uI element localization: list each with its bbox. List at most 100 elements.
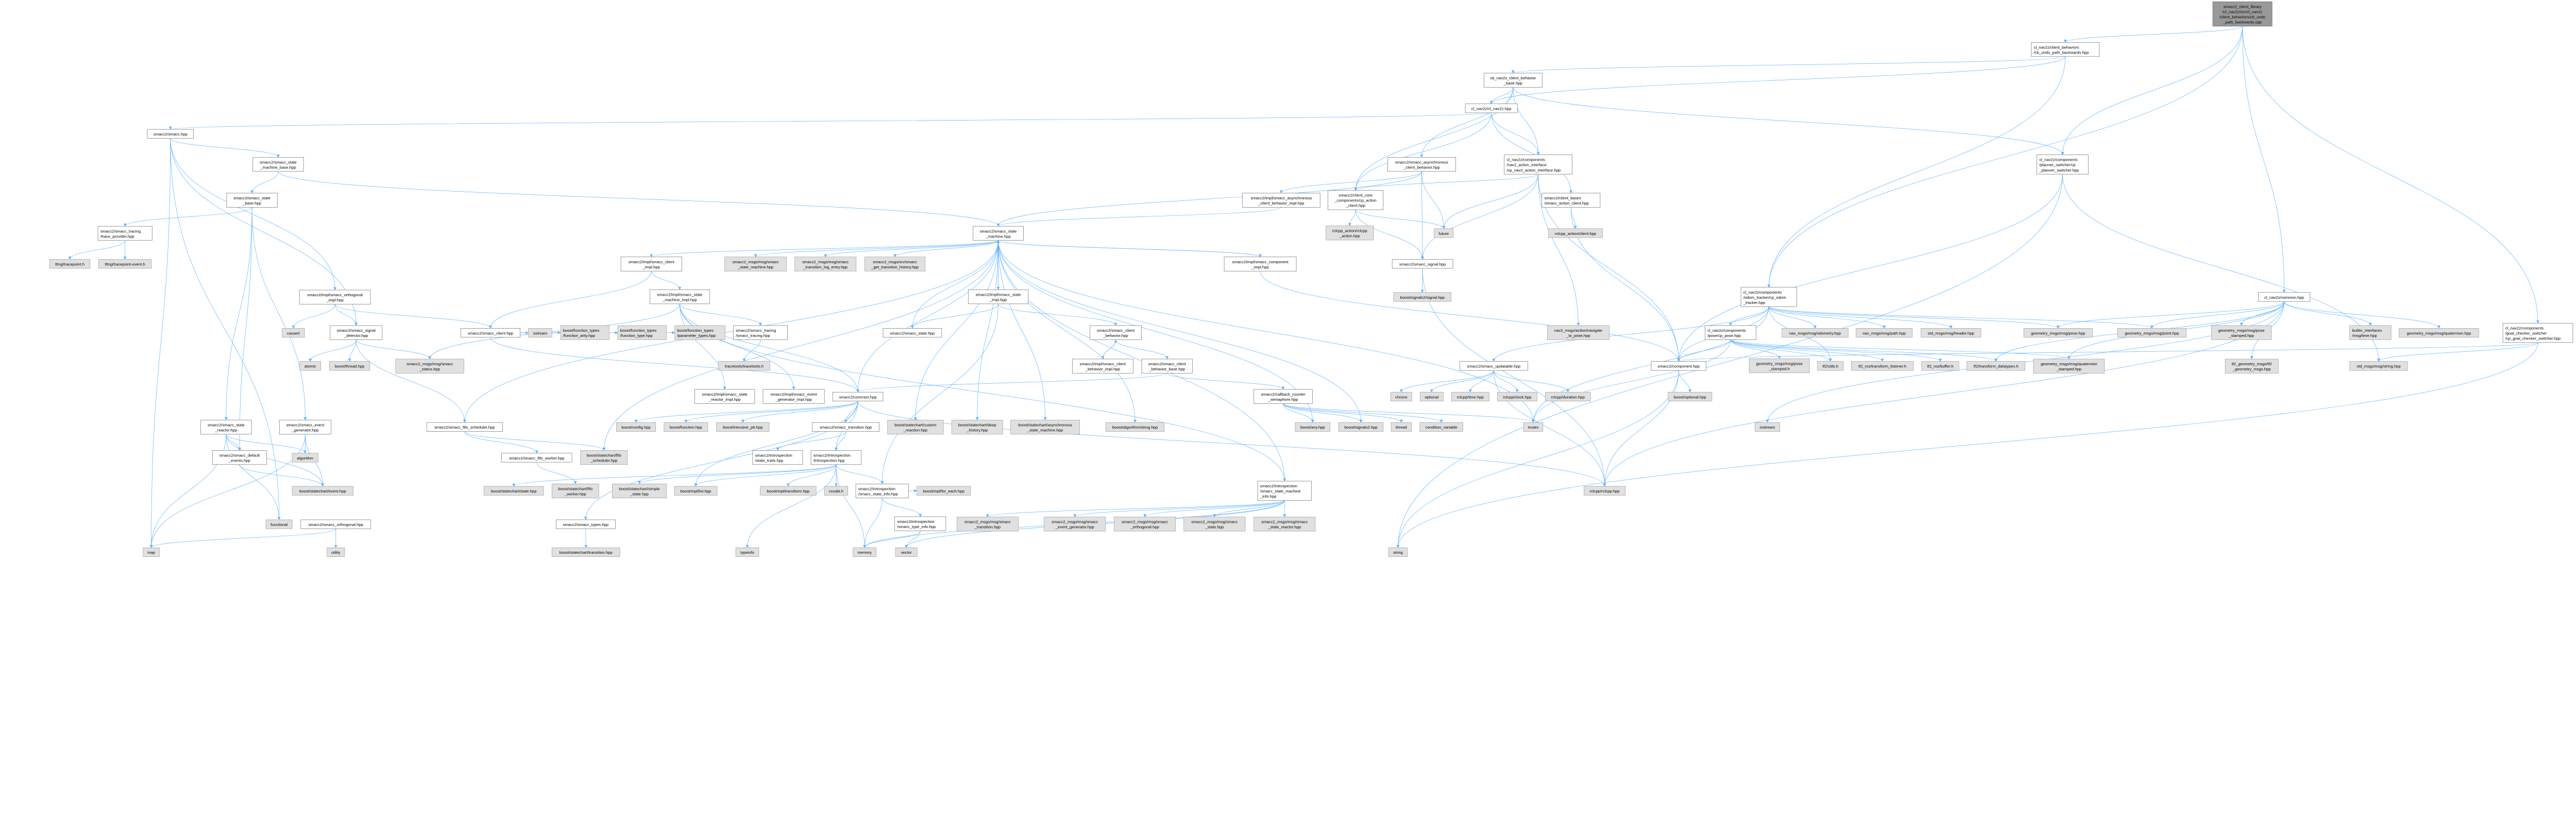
graph-node-signals2: boost/signals2.hpp <box>1338 422 1384 432</box>
graph-node-cb-impl[interactable]: smacc2/impl/smacc_client_behavior_impl.h… <box>1072 359 1133 373</box>
graph-node-updatable[interactable]: smacc2/smacc_updatable.hpp <box>1460 361 1528 371</box>
graph-node-nav-common[interactable]: cl_nav2z/common.hpp <box>2258 292 2311 302</box>
graph-node-transition[interactable]: smacc2/smacc_transition.hpp <box>812 422 879 432</box>
node-label-line: /cp_nav2_action_interface.hpp <box>1506 168 1561 173</box>
graph-node-async-cb[interactable]: smacc2/smacc_asynchronous_client_behavio… <box>1387 157 1456 172</box>
graph-node-introspection[interactable]: smacc2/introspection/introspection.hpp <box>810 450 862 465</box>
node-label-line: smacc2/impl/smacc_client <box>629 260 675 264</box>
graph-node-tracing[interactable]: smacc2/smacc_tracing/smacc_tracing.hpp <box>733 325 788 340</box>
graph-node-async-impl[interactable]: smacc2/impl/smacc_asynchronous_client_be… <box>1242 193 1320 208</box>
node-label-line: smacc2/smacc_tracing <box>100 229 141 233</box>
node-box <box>551 484 599 499</box>
graph-node-nav2-ai[interactable]: cl_nav2z/components/nav2_action_interfac… <box>1504 155 1573 175</box>
graph-node-component-impl[interactable]: smacc2/impl/smacc_component_impl.hpp <box>1224 257 1297 271</box>
node-label-line: /smacc_tracing.hpp <box>736 333 770 338</box>
node-label-line: tracetools/tracetools.h <box>725 364 764 369</box>
graph-node-evgen-impl[interactable]: smacc2/impl/smacc_event_generator_impl.h… <box>762 389 825 404</box>
graph-node-cp-pose[interactable]: cl_nav2z/components/pose/cp_pose.hpp <box>1705 325 1756 340</box>
graph-node-rclcpp-duration: rclcpp/duration.hpp <box>1545 392 1591 401</box>
node-box <box>1817 361 1844 371</box>
node-label-line: /cp_goal_checker_switcher.hpp <box>2505 336 2561 341</box>
graph-node-cb[interactable]: smacc2/smacc_client_behavior.hpp <box>1090 325 1142 340</box>
node-box <box>1391 422 1412 432</box>
node-box <box>1740 287 1797 307</box>
node-box <box>1523 422 1544 432</box>
graph-node-default-events[interactable]: smacc2/smacc_default_events.hpp <box>212 450 267 465</box>
include-edge-cp-pose-to-tf2-listener <box>1730 339 1884 362</box>
graph-node-state-info[interactable]: smacc2/introspection/smacc_state_info.hp… <box>855 484 909 499</box>
node-label-line: _generator.hpp <box>292 428 319 433</box>
include-edge-callback-sem-to-thread <box>1283 403 1403 423</box>
graph-node-fifo-sched[interactable]: smacc2/smacc_fifo_scheduler.hpp <box>426 422 503 432</box>
node-box <box>2023 328 2093 338</box>
node-box <box>1106 422 1164 432</box>
graph-node-state[interactable]: smacc2/smacc_state.hpp <box>883 328 942 338</box>
node-label-line: smacc2/smacc_default <box>219 453 260 457</box>
node-label-line: tf2_geometry_msgs/tf2 <box>2232 362 2272 366</box>
graph-node-fifo-worker[interactable]: smacc2/smacc_fifo_worker.hpp <box>501 453 572 463</box>
node-label-line: _generator_impl.hpp <box>775 397 812 402</box>
node-label-line: boost/statechart/simple <box>619 486 659 491</box>
graph-node-types[interactable]: smacc2/smacc_types.hpp <box>555 519 616 529</box>
graph-node-cb-undo[interactable]: cl_nav2z/client_behaviors/cb_undo_path_b… <box>2031 42 2100 57</box>
include-edge-state-base-to-trace-provider <box>123 207 252 227</box>
graph-node-cl-nav2z[interactable]: cl_nav2z/cl_nav2z.hpp <box>1465 104 1518 113</box>
include-edge-nav-common-to-iostream <box>1766 301 2284 423</box>
graph-node-common[interactable]: smacc2/common.hpp <box>832 392 884 401</box>
graph-node-client[interactable]: smacc2/smacc_client.hpp <box>461 328 520 338</box>
graph-node-smacc-action-client[interactable]: smacc2/client_bases/smacc_action_client.… <box>1541 193 1601 208</box>
include-dependency-graph: smacc2_client_library/cl_nav2z/src/cl_na… <box>49 2 2573 557</box>
graph-node-cb-base[interactable]: cb_nav2z_client_behavior_base.hpp <box>1483 73 1543 88</box>
graph-node-reactor[interactable]: smacc2/smacc_state_reactor.hpp <box>200 420 252 435</box>
node-label-line: _stamped.h <box>1769 366 1790 371</box>
graph-node-component[interactable]: smacc2/component.hpp <box>1651 361 1706 371</box>
graph-node-sm-impl[interactable]: smacc2/impl/smacc_state_machine_impl.hpp <box>650 290 710 304</box>
node-label-line: cl_nav2z/components <box>2039 158 2078 162</box>
graph-node-cb-base2[interactable]: smacc2/smacc_client_behavior_base.hpp <box>1141 359 1193 373</box>
node-label-line: sstream <box>533 331 547 335</box>
graph-node-type-info[interactable]: smacc2/introspection/smacc_type_info.hpp <box>894 516 946 531</box>
node-label-line: rclcpp_action/client.hpp <box>1555 231 1596 236</box>
graph-node-goal-checker[interactable]: cl_nav2z/components/goal_checker_switche… <box>2502 323 2573 343</box>
include-edge-fifo-worker-to-sc-fifo-worker <box>536 462 577 484</box>
node-label-line: smacc2/introspection <box>897 519 934 524</box>
graph-node-callback-sem[interactable]: smacc2/callback_counter_semaphore.hpp <box>1253 389 1313 404</box>
node-label-line: smacc2/smacc_signal.hpp <box>1399 262 1446 267</box>
graph-root-file-node[interactable]: smacc2_client_library/cl_nav2z/src/cl_na… <box>2212 2 2273 27</box>
graph-node-nav-to-pose: nav2_msgs/action/navigate_to_pose.hpp <box>1547 325 1609 340</box>
node-label-line: smacc2/smacc_fifo_worker.hpp <box>509 456 564 461</box>
graph-node-typeinfo: typeinfo <box>735 547 759 557</box>
graph-node-sm[interactable]: smacc2/smacc_state_machine.hpp <box>973 226 1024 241</box>
graph-node-cp-action-client[interactable]: smacc2/client_core_components/cp_action_… <box>1328 190 1384 210</box>
graph-node-trace-provider[interactable]: smacc2/smacc_tracing/trace_provider.hpp <box>97 226 152 241</box>
graph-node-signal-detector[interactable]: smacc2/smacc_signal_detector.hpp <box>330 325 383 340</box>
graph-node-std-string: std_msgs/msg/string.hpp <box>2349 361 2408 371</box>
node-label-line: _get_transition_history.hpp <box>871 265 919 269</box>
graph-node-reactor-impl[interactable]: smacc2/impl/smacc_state_reactor_impl.hpp <box>694 389 755 404</box>
graph-node-state-base[interactable]: smacc2/smacc_state_base.hpp <box>226 193 278 208</box>
node-label-line: _status.hpp <box>419 367 440 371</box>
node-box <box>97 226 152 241</box>
graph-node-state-traits[interactable]: smacc2/introspection/state_traits.hpp <box>752 450 803 465</box>
graph-node-client-impl[interactable]: smacc2/impl/smacc_client_impl.hpp <box>620 257 682 271</box>
graph-node-planner[interactable]: cl_nav2z/components/planner_switcher/cp_… <box>2037 155 2089 175</box>
graph-node-state-impl[interactable]: smacc2/impl/smacc_state_impl.hpp <box>968 290 1029 304</box>
graph-node-orthogonal[interactable]: smacc2/smacc_orthogonal.hpp <box>300 519 371 529</box>
node-label-line: smacc2/smacc_state <box>260 160 297 164</box>
graph-node-orth-impl[interactable]: smacc2/impl/smacc_orthogonal_impl.hpp <box>299 290 371 304</box>
node-label-line: _state.hpp <box>1205 525 1224 530</box>
node-box <box>49 259 91 269</box>
node-label-line: geometry_msgs/msg/pose.hpp <box>2031 331 2085 335</box>
graph-node-sm-info[interactable]: smacc2/introspection/smacc_state_machine… <box>1257 481 1312 501</box>
include-edge-introspection-to-mpl-transform <box>786 464 837 487</box>
node-label-line: boost/mpl/list.hpp <box>681 489 711 493</box>
graph-node-evgen[interactable]: smacc2/smacc_event_generator.hpp <box>279 420 332 435</box>
include-edge-async-cb-to-async-impl <box>1279 171 1422 194</box>
graph-node-signal[interactable]: smacc2/smacc_signal.hpp <box>1392 259 1453 269</box>
node-box <box>1387 157 1456 172</box>
graph-node-smacc[interactable]: smacc2/smacc.hpp <box>147 129 194 139</box>
include-edge-state-info-to-type-info <box>882 498 922 517</box>
graph-node-sm-base[interactable]: smacc2/smacc_state_machine_base.hpp <box>252 157 304 172</box>
graph-node-odom[interactable]: cl_nav2z/components/odom_tracker/cp_odom… <box>1740 287 1797 307</box>
node-box <box>1705 325 1756 340</box>
